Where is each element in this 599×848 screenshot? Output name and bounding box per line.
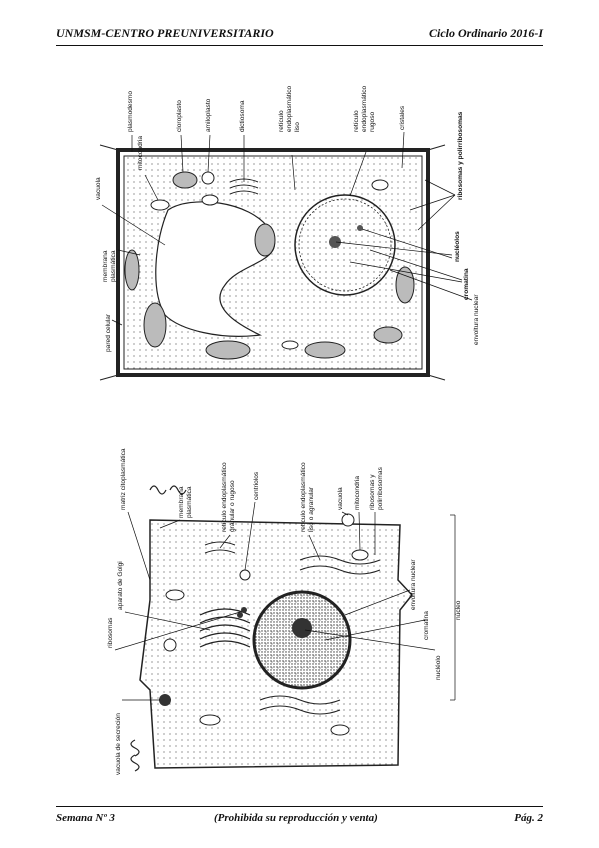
- plant-cell: vacuola membrana plasmática pared celula…: [95, 85, 480, 381]
- label-rer-1: retículo: [353, 110, 360, 132]
- footer-rule: [56, 806, 543, 807]
- label-cromatina-a: cromatina: [423, 611, 430, 640]
- label-cristales: cristales: [399, 105, 406, 130]
- label-mitocondria-a: mitocondria: [354, 476, 361, 510]
- label-nucleolo: nucléolo: [435, 655, 442, 680]
- label-mitocondria: mitocondria: [137, 136, 144, 170]
- footer-page: Pág. 2: [514, 812, 543, 824]
- label-secrecion: vacuola de secreción: [115, 713, 122, 775]
- animal-nucleolus: [292, 618, 312, 638]
- animal-labels: matriz citoplasmática membrana plasmátic…: [107, 448, 462, 775]
- golgi-apparatus: [199, 608, 251, 648]
- label-rel-a1: retículo endoplasmático: [300, 462, 307, 532]
- label-cloroplasto: cloroplasto: [176, 100, 183, 132]
- plant-nucleus: [294, 194, 396, 296]
- footer-notice: (Prohibida su reproducción y venta): [214, 812, 378, 824]
- header-cycle: Ciclo Ordinario 2016-I: [428, 26, 543, 40]
- label-plasmodesmo: plasmodesmo: [127, 91, 134, 132]
- label-rel-1: retículo: [278, 110, 285, 132]
- animal-nucleus: [252, 590, 352, 690]
- label-centriolos: centriolos: [253, 471, 260, 500]
- plant-nucleolus: [329, 236, 341, 248]
- header-institution: UNMSM-CENTRO PREUNIVERSITARIO: [56, 26, 274, 40]
- label-ribosomas-a2: polirribosomas: [377, 466, 384, 510]
- label-rer-a1: retículo endoplasmático: [221, 462, 228, 532]
- plant-labels-top: vacuola membrana plasmática pared celula…: [95, 85, 480, 352]
- plant-leader-lines: [101, 131, 473, 326]
- label-nucleo: núcleo: [455, 600, 462, 620]
- label-rel-3: liso: [294, 122, 301, 132]
- page-header: UNMSM-CENTRO PREUNIVERSITARIO Ciclo Ordi…: [56, 22, 543, 42]
- label-envoltura: envoltura nuclear: [473, 294, 480, 345]
- footer-week: Semana Nº 3: [56, 812, 115, 824]
- label-envoltura-a: envoltura nuclear: [410, 559, 417, 610]
- label-pared: pared celular: [105, 313, 112, 352]
- animal-cell: matriz citoplasmática membrana plasmátic…: [107, 448, 462, 775]
- label-membrana-1: membrana: [102, 250, 109, 282]
- label-golgi: aparato de Golgi: [117, 561, 124, 610]
- label-rer-a2: granular o rugoso: [229, 480, 236, 532]
- label-rel-2: endoplasmático: [286, 85, 293, 132]
- label-rer-2: endoplasmático: [361, 85, 368, 132]
- animal-leader-lines: [114, 501, 456, 701]
- label-vacuola-a: vacuola: [337, 487, 344, 510]
- label-amiloplasto: amiloplasto: [205, 98, 212, 132]
- label-matriz: matriz citoplasmática: [120, 448, 127, 510]
- label-nucleolos: nucléolos: [454, 231, 461, 262]
- label-membrana-2: plasmática: [110, 250, 117, 282]
- label-vacuola: vacuola: [95, 177, 102, 200]
- label-cromatina: cromatina: [463, 268, 470, 300]
- header-rule: [56, 45, 543, 46]
- secretion-vacuole: [159, 694, 171, 706]
- label-ribosomas: ribosomas y polirribosomas: [457, 111, 464, 200]
- label-membrana-a2: plasmática: [186, 486, 193, 518]
- label-membrana-a1: membrana: [178, 486, 185, 518]
- label-ribosomas-l: ribosomas: [107, 617, 114, 648]
- label-dictiosoma: dictiosoma: [239, 100, 246, 132]
- label-rel-a2: liso o agranular: [308, 486, 315, 532]
- plant-cell-wall: [116, 148, 430, 377]
- label-rer-3: rugoso: [369, 112, 376, 132]
- label-ribosomas-a1: ribosomas y: [369, 474, 376, 510]
